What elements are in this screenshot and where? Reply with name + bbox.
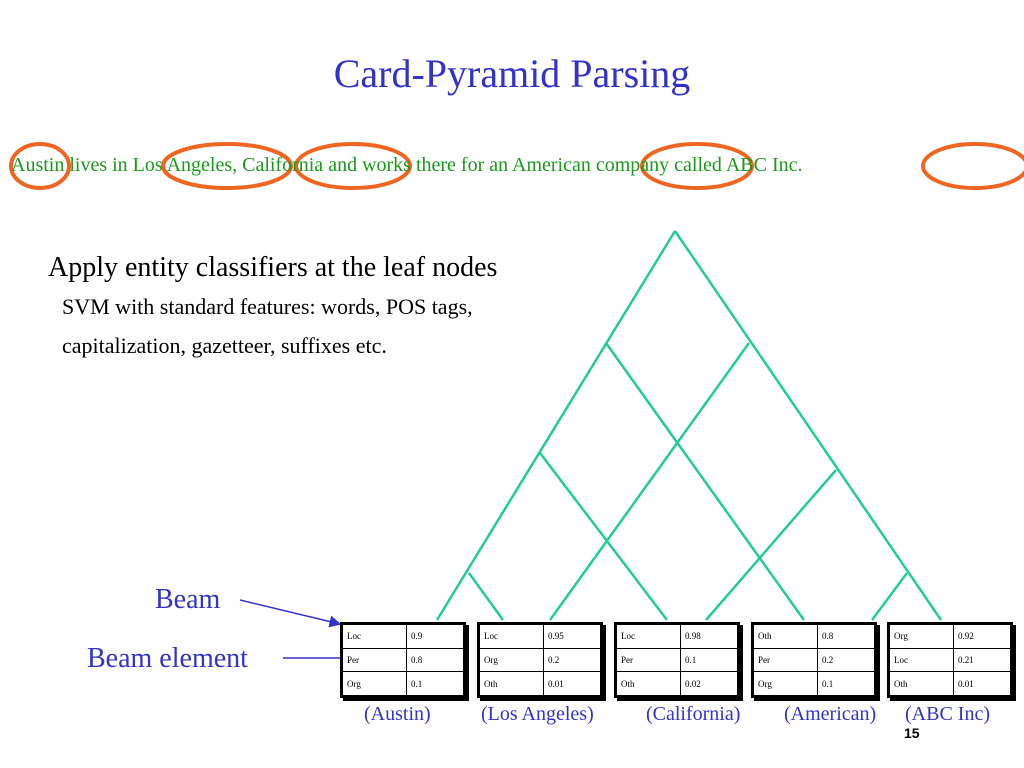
token-label-american: (American)	[784, 703, 877, 725]
slide-number: 15	[904, 725, 920, 741]
token-label-california: (California)	[646, 703, 741, 725]
class-score: 0.2	[817, 647, 875, 673]
feature-line-1: SVM with standard features: words, POS t…	[62, 294, 473, 319]
example-sentence: Austin lives in Los Angeles, California …	[11, 154, 803, 176]
pyramid-line	[467, 572, 505, 621]
beam-element-label: Beam element	[87, 643, 248, 674]
slide-title: Card-Pyramid Parsing	[333, 51, 691, 96]
class-label: Loc	[342, 624, 407, 649]
class-score: 0.02	[680, 671, 738, 696]
class-label: Org	[342, 671, 407, 696]
class-label: Per	[753, 647, 818, 673]
token-label-austin: (Austin)	[364, 703, 431, 725]
classifier-heading: Apply entity classifiers at the leaf nod…	[48, 252, 498, 283]
class-score: 0.21	[953, 647, 1011, 673]
class-label: Loc	[479, 624, 544, 649]
entity-highlights	[9, 142, 1024, 190]
class-label: Oth	[616, 671, 681, 696]
beam-arrow	[239, 599, 342, 628]
entity-ellipse-california	[294, 142, 412, 190]
class-score: 0.2	[543, 647, 601, 673]
class-score: 0.1	[680, 647, 738, 673]
class-label: Oth	[479, 671, 544, 696]
class-score: 0.98	[680, 624, 738, 649]
entity-ellipse-abc-inc	[921, 142, 1024, 190]
pyramid-line	[539, 452, 668, 621]
entity-ellipse-american	[640, 142, 754, 190]
class-label: Org	[479, 647, 544, 673]
pyramid-line	[604, 342, 806, 621]
class-label: Per	[616, 647, 681, 673]
token-label-abc-inc: (ABC Inc)	[905, 703, 990, 725]
class-score: 0.9	[406, 624, 464, 649]
pyramid-edge-left	[435, 230, 677, 621]
token-label-los-angeles: (Los Angeles)	[481, 703, 594, 725]
pyramid-line	[870, 572, 909, 621]
beam-label: Beam	[155, 584, 221, 615]
class-label: Loc	[616, 624, 681, 649]
entity-ellipse-los-angeles	[161, 142, 293, 190]
pyramid-lines	[435, 230, 943, 621]
class-score: 0.01	[543, 671, 601, 696]
class-label: Oth	[889, 671, 954, 696]
class-score: 0.1	[817, 671, 875, 696]
class-score: 0.8	[817, 624, 875, 649]
class-label: Loc	[889, 647, 954, 673]
class-score: 0.95	[543, 624, 601, 649]
class-score: 0.92	[953, 624, 1011, 649]
pyramid-line	[705, 469, 837, 621]
pyramid-line	[548, 342, 751, 621]
class-label: Org	[753, 671, 818, 696]
class-label: Oth	[753, 624, 818, 649]
pyramid-edge-right	[673, 230, 943, 621]
entity-ellipse-austin	[9, 142, 71, 190]
class-score: 0.01	[953, 671, 1011, 696]
class-label: Per	[342, 647, 407, 673]
class-label: Org	[889, 624, 954, 649]
class-score: 0.1	[406, 671, 464, 696]
class-score: 0.8	[406, 647, 464, 673]
feature-line-2: capitalization, gazetteer, suffixes etc.	[62, 333, 387, 358]
